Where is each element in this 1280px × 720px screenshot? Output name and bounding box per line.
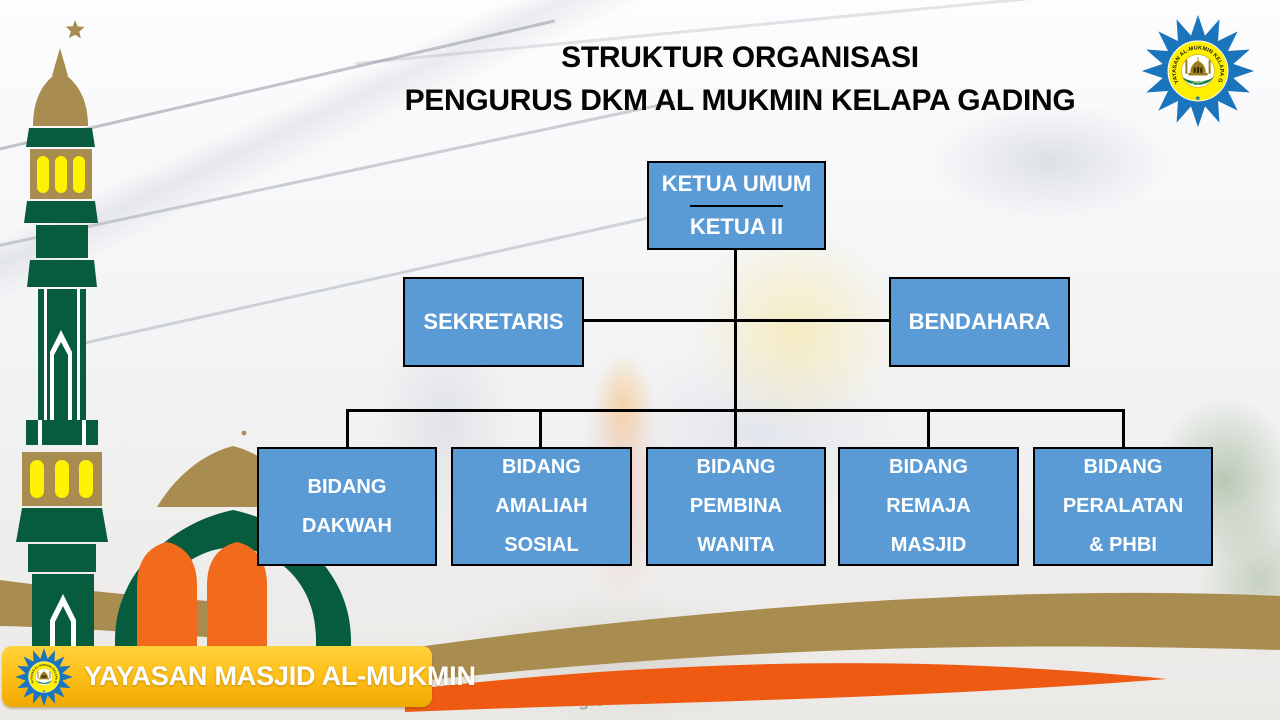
division-label-line: PEMBINA (689, 495, 783, 517)
org-box-bidang-pembina-wanita: BIDANG PEMBINA WANITA (646, 447, 826, 566)
division-label-line: AMALIAH (495, 495, 588, 517)
title-line-1: STRUKTUR ORGANISASI (561, 41, 919, 74)
division-label-line: WANITA (697, 534, 775, 556)
division-label-line: REMAJA (886, 495, 971, 517)
division-label-line: DAKWAH (302, 514, 392, 537)
division-label-line: MASJID (890, 534, 967, 556)
connector-officers-horizontal (584, 319, 889, 322)
division-label-line: BIDANG (502, 456, 581, 478)
division-label-line: BIDANG (307, 475, 387, 498)
sekretaris-label: SEKRETARIS (423, 309, 564, 334)
org-box-ketua: KETUA UMUM KETUA II (647, 161, 826, 250)
division-label-line: BIDANG (1083, 456, 1163, 478)
crescent-icon (36, 14, 60, 62)
org-box-ketua-ii-label: KETUA II (689, 204, 784, 249)
connector-drop (539, 409, 542, 448)
orange-swoosh (405, 663, 1167, 712)
connector-drop (346, 409, 349, 448)
org-box-bidang-remaja-masjid: BIDANG REMAJA MASJID (838, 447, 1019, 566)
foundation-logo-icon (1140, 13, 1256, 129)
orange-arch-window (137, 542, 197, 660)
org-box-bidang-amaliah-sosial: BIDANG AMALIAH SOSIAL (451, 447, 632, 566)
minaret-illustration (16, 14, 108, 660)
title-line-2: PENGURUS DKM AL MUKMIN KELAPA GADING (404, 84, 1076, 117)
org-box-bendahara: BENDAHARA (889, 277, 1070, 367)
foundation-banner: YAYASAN MASJID AL-MUKMIN (2, 646, 476, 707)
orange-arch-window (207, 542, 267, 660)
connector-root-vertical (734, 249, 737, 411)
foundation-logo-icon (14, 647, 74, 707)
banner-text: YAYASAN MASJID AL-MUKMIN (84, 661, 476, 691)
division-label-line: BIDANG (696, 456, 776, 478)
tan-swoosh (395, 592, 1280, 680)
org-box-bidang-peralatan-phbi: BIDANG PERALATAN & PHBI (1033, 447, 1213, 566)
connector-drop (927, 409, 930, 448)
division-label-line: SOSIAL (504, 534, 579, 556)
bottom-swoosh-decoration (395, 592, 1280, 712)
division-label-line: BIDANG (889, 456, 968, 478)
division-label-line: PERALATAN (1062, 495, 1184, 517)
star-icon (65, 20, 85, 39)
division-label-line: & PHBI (1089, 534, 1157, 556)
org-box-ketua-umum-label: KETUA UMUM (661, 170, 812, 196)
bendahara-label: BENDAHARA (908, 309, 1051, 334)
slide-title: STRUKTUR ORGANISASI PENGURUS DKM AL MUKM… (320, 36, 1160, 122)
org-box-sekretaris: SEKRETARIS (403, 277, 584, 367)
connector-drop (734, 409, 737, 448)
org-box-bidang-dakwah: BIDANG DAKWAH (257, 447, 437, 566)
connector-drop (1122, 409, 1125, 448)
